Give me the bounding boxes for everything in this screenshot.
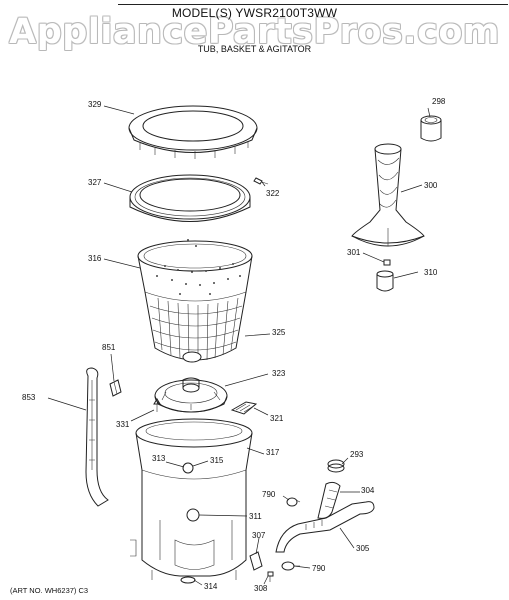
tub-cover-drawing xyxy=(128,105,258,159)
hose-clamp-790-upper-drawing xyxy=(286,497,301,507)
header-rule xyxy=(118,4,508,5)
callout-310: 310 xyxy=(424,268,438,277)
callout-298: 298 xyxy=(432,97,446,106)
callout-316: 316 xyxy=(88,254,102,263)
leader-lines xyxy=(47,105,431,586)
outer-tub-drawing xyxy=(130,418,253,584)
balance-ring-drawing xyxy=(129,174,251,222)
callout-313: 313 xyxy=(152,454,166,463)
agitator-drawing xyxy=(351,143,425,247)
bracket-307-drawing xyxy=(249,551,263,571)
fastener-331-drawing xyxy=(153,398,161,412)
callout-314: 314 xyxy=(204,582,218,591)
agitator-bolt-drawing xyxy=(383,259,391,266)
callout-311: 311 xyxy=(249,512,262,521)
callout-293: 293 xyxy=(350,450,364,459)
callout-300: 300 xyxy=(424,181,438,190)
callout-329: 329 xyxy=(88,100,102,109)
watermark-logo: AppliancePartsPros.com xyxy=(9,12,500,52)
drain-hose-drawing xyxy=(275,481,375,553)
clip-851-drawing xyxy=(109,379,122,397)
agitator-cam-drawing xyxy=(376,270,394,292)
screw-322-drawing xyxy=(253,177,269,185)
callout-790-lower: 790 xyxy=(312,564,326,573)
callout-304: 304 xyxy=(361,486,375,495)
hose-clamp-790-lower-drawing xyxy=(281,561,300,571)
callout-327: 327 xyxy=(88,178,102,187)
basket-hub-drawing xyxy=(154,377,228,413)
section-title: TUB, BASKET & AGITATOR xyxy=(197,44,312,54)
callout-301: 301 xyxy=(347,248,361,257)
screw-308-drawing xyxy=(267,571,274,582)
callout-305: 305 xyxy=(356,544,370,553)
callout-323: 323 xyxy=(272,369,286,378)
callout-308: 308 xyxy=(254,584,268,593)
agitator-cap-drawing xyxy=(420,115,442,142)
fill-hose-drawing xyxy=(85,367,109,507)
art-number: (ART NO. WH6237) C3 xyxy=(10,586,89,595)
callout-307: 307 xyxy=(252,531,266,540)
hose-clamp-293-drawing xyxy=(327,459,345,473)
callout-315: 315 xyxy=(210,456,224,465)
callout-322: 322 xyxy=(266,189,280,198)
callout-321: 321 xyxy=(270,414,284,423)
callout-317: 317 xyxy=(266,448,280,457)
callout-325: 325 xyxy=(272,328,286,337)
callout-790-upper: 790 xyxy=(262,490,276,499)
callout-851: 851 xyxy=(102,343,116,352)
brake-pad-drawing xyxy=(230,401,258,415)
callout-853: 853 xyxy=(22,393,36,402)
wash-basket-drawing xyxy=(137,239,253,363)
model-title: MODEL(S) YWSR2100T3WW xyxy=(171,6,338,20)
callout-331: 331 xyxy=(116,420,130,429)
